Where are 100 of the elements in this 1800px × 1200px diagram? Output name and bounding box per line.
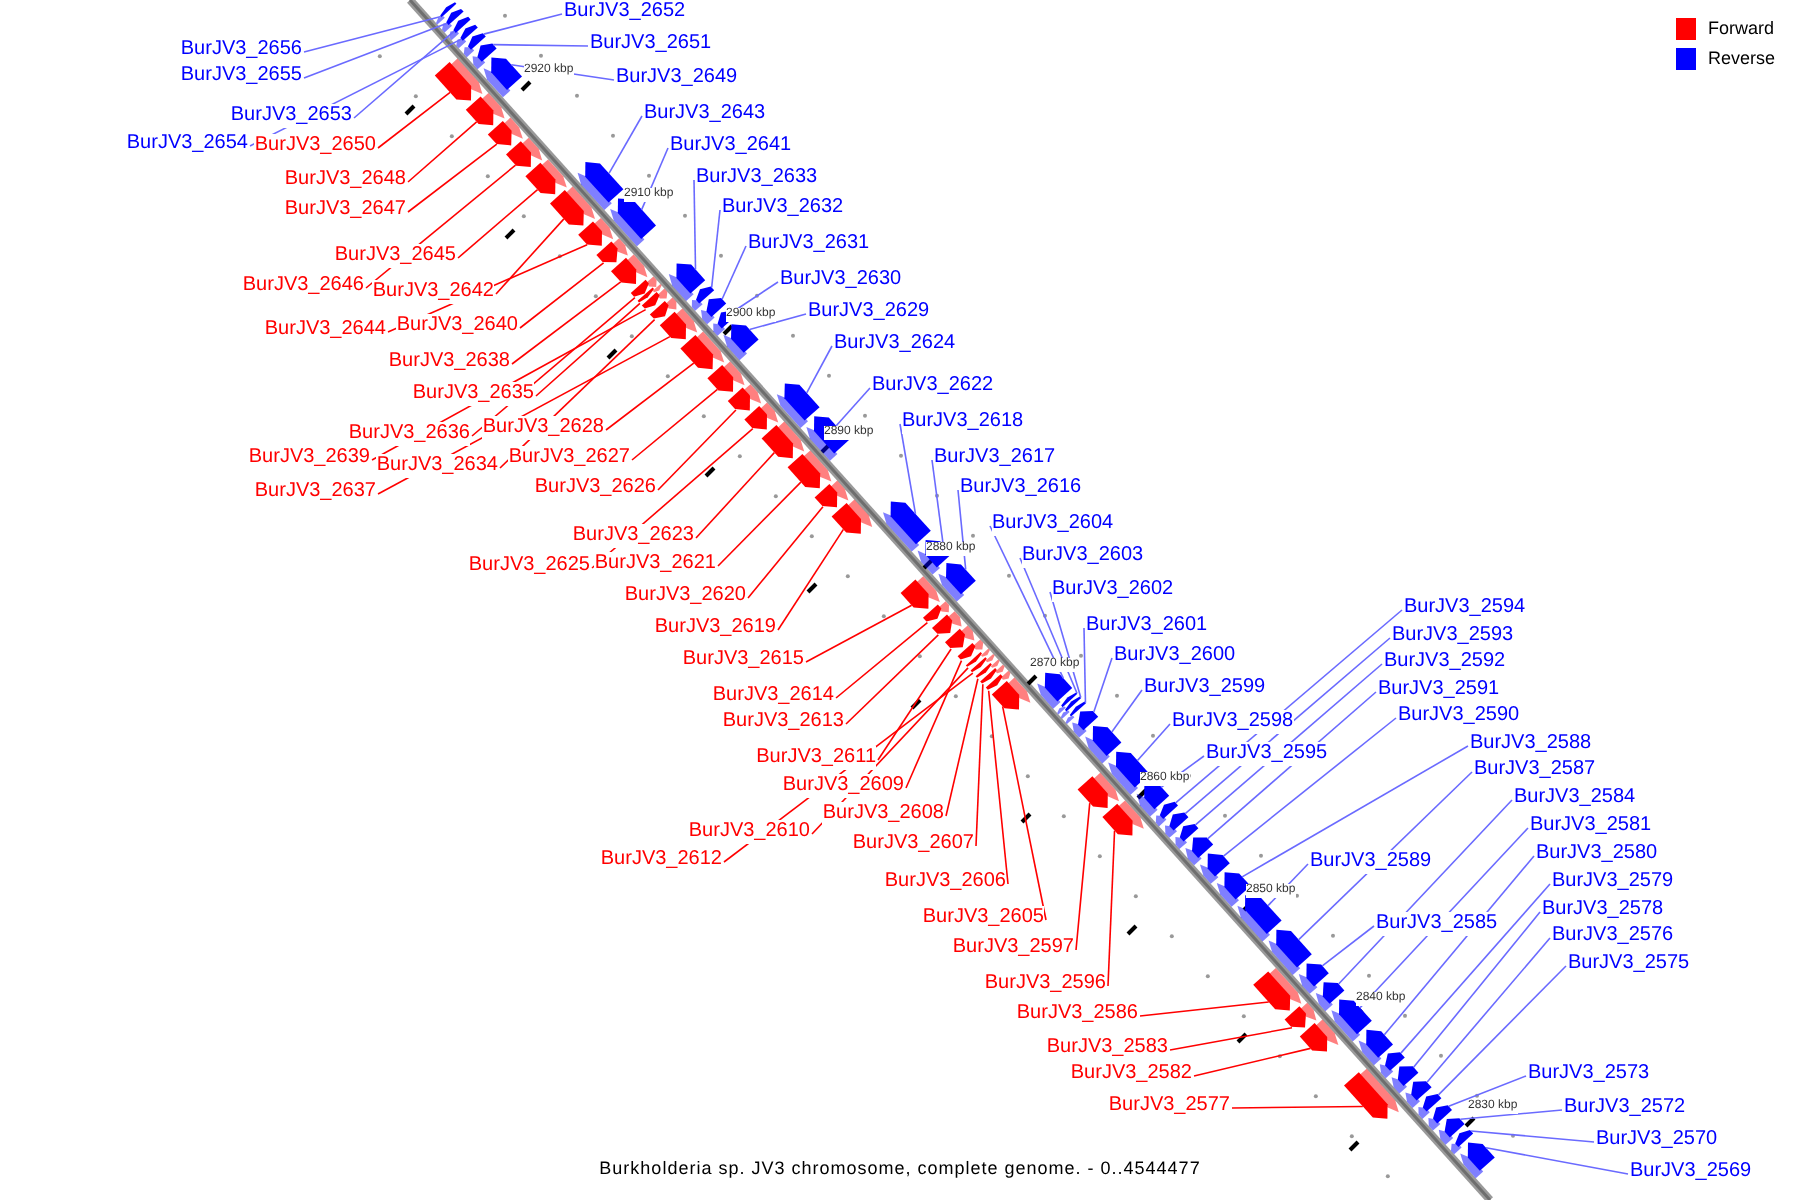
gene-label: BurJV3_2577 [1108,1094,1230,1118]
gene-label: BurJV3_2587 [1474,758,1596,782]
gene-label: BurJV3_2638 [388,350,510,374]
gene-block [1299,1019,1339,1052]
gene-block [1085,726,1122,764]
leader-line [303,15,442,53]
gene-label: BurJV3_2653 [230,104,352,128]
gene-label: BurJV3_2572 [1564,1096,1686,1120]
leader-line [535,302,641,397]
gene-block [1165,812,1189,838]
gene-block [472,43,497,70]
gene-label: BurJV3_2594 [1404,596,1526,620]
leader-line [1111,689,1143,733]
leader-line [877,648,952,761]
leader-line [1447,1075,1527,1108]
gene-block [814,480,849,508]
gene-block [1331,999,1372,1042]
gene-label: BurJV3_2652 [564,0,686,24]
gene-block [1391,1066,1419,1094]
gene-block [938,563,976,602]
leader-line [605,362,695,431]
gene-block [1200,853,1230,884]
gene-label: BurJV3_2618 [902,410,1024,434]
leader-line [1083,627,1087,704]
gene-label: BurJV3_2620 [624,584,746,608]
gene-label: BurJV3_2607 [852,832,974,856]
gene-label: BurJV3_2585 [1376,912,1498,936]
gene-label: BurJV3_2595 [1206,742,1328,766]
gene-block [1253,968,1302,1011]
gene-block [1077,772,1119,808]
gene-label: BurJV3_2617 [934,446,1056,470]
gene-label: BurJV3_2570 [1596,1128,1718,1152]
leader-line [845,634,940,725]
gene-label: BurJV3_2632 [722,196,844,220]
leader-line [693,179,697,271]
leader-line [1019,557,1078,695]
gene-block [436,2,457,25]
leader-line [1075,802,1091,951]
leader-line [1426,937,1551,1083]
leader-line [777,528,845,631]
gene-block [1460,1142,1495,1179]
gene-block [1175,824,1199,849]
leader-line [608,115,643,175]
leader-line [695,451,776,539]
leader-line [721,245,747,300]
gene-block [945,625,975,648]
leader-line [1193,1047,1312,1077]
gene-label: BurJV3_2592 [1384,650,1506,674]
leader-line [748,313,807,331]
leader-line [303,22,448,79]
gene-label: BurJV3_2614 [712,684,834,708]
gene-label: BurJV3_2624 [834,332,956,356]
gene-block [577,162,624,210]
gene-label: BurJV3_2630 [780,268,902,292]
gene-label: BurJV3_2641 [670,134,792,158]
gene-label: BurJV3_2631 [748,232,870,256]
leader-line [353,30,456,119]
leader-line [931,459,944,546]
gene-label: BurJV3_2651 [590,32,712,56]
gene-block [965,648,990,667]
leader-line [1241,745,1469,878]
leader-line [511,281,622,365]
gene-block [1405,1081,1432,1108]
leader-line [1459,1109,1563,1120]
gene-block [701,298,727,325]
leader-line [1107,829,1116,987]
gene-block [1065,701,1086,724]
gene-block [723,324,759,361]
gene-block [550,186,595,226]
gene-label: BurJV3_2635 [412,382,534,406]
gene-block [787,450,832,489]
gene-block [744,402,779,430]
gene-label: BurJV3_2626 [534,476,656,500]
gene-block [1102,800,1144,836]
gene-block [1298,963,1329,994]
gene-block [525,159,567,195]
leader-line [457,188,539,259]
gene-block [707,361,745,392]
gene-label: BurJV3_2611 [756,746,876,770]
leader-line [1485,1146,1629,1175]
gene-label: BurJV3_2606 [884,870,1006,894]
gene-block [975,659,1000,678]
gene-label: BurJV3_2573 [1528,1062,1650,1086]
gene-block [578,218,614,246]
gene-label: BurJV3_2655 [180,64,302,88]
gene-label: BurJV3_2575 [1568,952,1690,976]
gene-label: BurJV3_2602 [1052,578,1174,602]
gene-label: BurJV3_2580 [1536,842,1658,866]
gene-label: BurJV3_2610 [688,820,810,844]
leader-line [945,678,979,817]
gene-label: BurJV3_2579 [1552,870,1674,894]
leader-line [492,43,589,47]
gene-label: BurJV3_2583 [1046,1036,1168,1060]
gene-label: BurJV3_2596 [984,972,1106,996]
gene-label: BurJV3_2578 [1542,898,1664,922]
leader-line [1169,1027,1293,1051]
gene-block [637,284,662,303]
gene-block [691,286,715,311]
legend-label: Reverse [1708,46,1776,70]
gene-block [649,297,677,319]
